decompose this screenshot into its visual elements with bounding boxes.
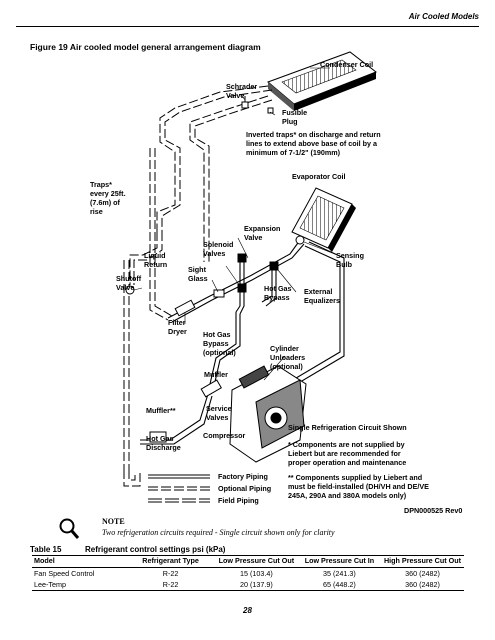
cell: Fan Speed Control	[34, 568, 95, 578]
col-lp-cutout: Low Pressure Cut Out	[214, 555, 298, 568]
col-lp-cutin: Low Pressure Cut In	[297, 555, 381, 568]
label-fusible-plug: Fusible Plug	[282, 108, 308, 126]
sensing-bulb-shape	[295, 235, 305, 245]
note-heading: NOTE	[102, 517, 125, 526]
factory-piping	[140, 239, 345, 445]
legend-optional: Optional Piping	[218, 484, 272, 493]
label-sensing-bulb: Sensing Bulb	[336, 251, 364, 269]
label-liquid-return: Liquid Return	[144, 251, 168, 269]
field-piping	[123, 85, 273, 487]
cell: 360 (2482)	[405, 568, 440, 578]
table-number: Table 15	[30, 545, 62, 554]
label-service-valves: Service Valves	[206, 404, 232, 422]
muffler-2-shape	[149, 431, 167, 443]
legend-factory: Factory Piping	[218, 472, 268, 481]
label-hot-gas-bypass-optional: Hot Gas Bypass (optional)	[203, 330, 236, 357]
cell: R-22	[162, 568, 179, 578]
cell: 65 (448.2)	[297, 578, 381, 591]
expansion-valve-shape	[269, 261, 279, 271]
table-title: Table 15 Refrigerant control settings psi…	[30, 545, 225, 554]
section-header: Air Cooled Models	[408, 12, 479, 21]
label-evaporator-coil: Evaporator Coil	[292, 172, 346, 181]
figure-title: Figure 19 Air cooled model general arran…	[30, 42, 261, 52]
note-text: Two refrigeration circuits required - Si…	[102, 528, 335, 537]
cell: 360 (2482)	[380, 578, 464, 591]
label-traps: Traps* every 25ft. (7.6m) of rise	[90, 180, 126, 216]
footnote-2: ** Components supplied by Liebert and mu…	[288, 473, 429, 500]
compressor-shape	[229, 365, 307, 463]
label-condenser-coil: Condenser Coil	[320, 60, 374, 69]
evaporator-coil-shape	[291, 187, 356, 252]
label-filter-dryer: Filter Dryer	[168, 318, 187, 336]
cell: R-22	[126, 578, 215, 591]
label-muffler: Muffler	[204, 370, 228, 379]
label-solenoid-valves: Solenoid Valves	[203, 240, 234, 258]
arrangement-diagram	[123, 51, 378, 503]
col-refrigerant: Refrigerant Type	[126, 555, 215, 568]
refrigerant-settings-table: Model Refrigerant Type Low Pressure Cut …	[32, 555, 464, 591]
sight-glass-shape	[213, 289, 225, 298]
label-cylinder-unloaders: Cylinder Unloaders (optional)	[270, 344, 306, 371]
cell: 20 (137.9)	[214, 578, 298, 591]
label-external-equalizers: External Equalizers	[304, 287, 340, 305]
label-hot-gas-discharge: Hot Gas Discharge	[146, 434, 181, 452]
schrader-valve-shape	[241, 96, 274, 114]
legend-field: Field Piping	[218, 496, 259, 505]
footnote-1: * Components are not supplied by Liebert…	[288, 440, 407, 467]
condenser-coil-shape	[267, 51, 378, 111]
dpn-code: DPN000525 Rev0	[404, 506, 463, 515]
muffler-shape	[200, 379, 222, 398]
label-shutoff-valve: Shutoff Valve	[116, 274, 142, 292]
filter-dryer-shape	[174, 299, 196, 317]
cell: Lee-Temp	[32, 578, 127, 591]
table-caption: Refrigerant control settings psi (kPa)	[85, 545, 226, 554]
solenoid-valve-2-shape	[237, 283, 247, 293]
col-hp-cutout: High Pressure Cut Out	[380, 555, 464, 568]
page-number: 28	[243, 606, 252, 615]
magnifier-icon	[59, 518, 80, 539]
solenoid-valve-shape	[237, 253, 247, 263]
col-model: Model	[32, 555, 127, 568]
cell: 15 (103.4)	[240, 568, 273, 578]
label-compressor: Compressor	[203, 431, 246, 440]
header-rule	[16, 26, 479, 27]
cell: 35 (241.3)	[323, 568, 356, 578]
label-muffler-2: Muffler**	[146, 406, 176, 415]
table-row: Fan Speed Control R-22 15 (103.4) 35 (24…	[32, 567, 464, 579]
label-inverted-traps: Inverted traps* on discharge and return …	[246, 130, 381, 157]
label-sight-glass: Sight Glass	[188, 265, 208, 283]
label-schrader-valve: Schrader Valve	[226, 82, 258, 100]
label-expansion-valve: Expansion Valve	[244, 224, 281, 242]
label-single-circuit: Single Refrigeration Circuit Shown	[288, 423, 407, 432]
label-hot-gas-bypass: Hot Gas Bypass	[264, 284, 292, 302]
table-row: Lee-Temp R-22 20 (137.9) 65 (448.2) 360 …	[32, 578, 464, 591]
